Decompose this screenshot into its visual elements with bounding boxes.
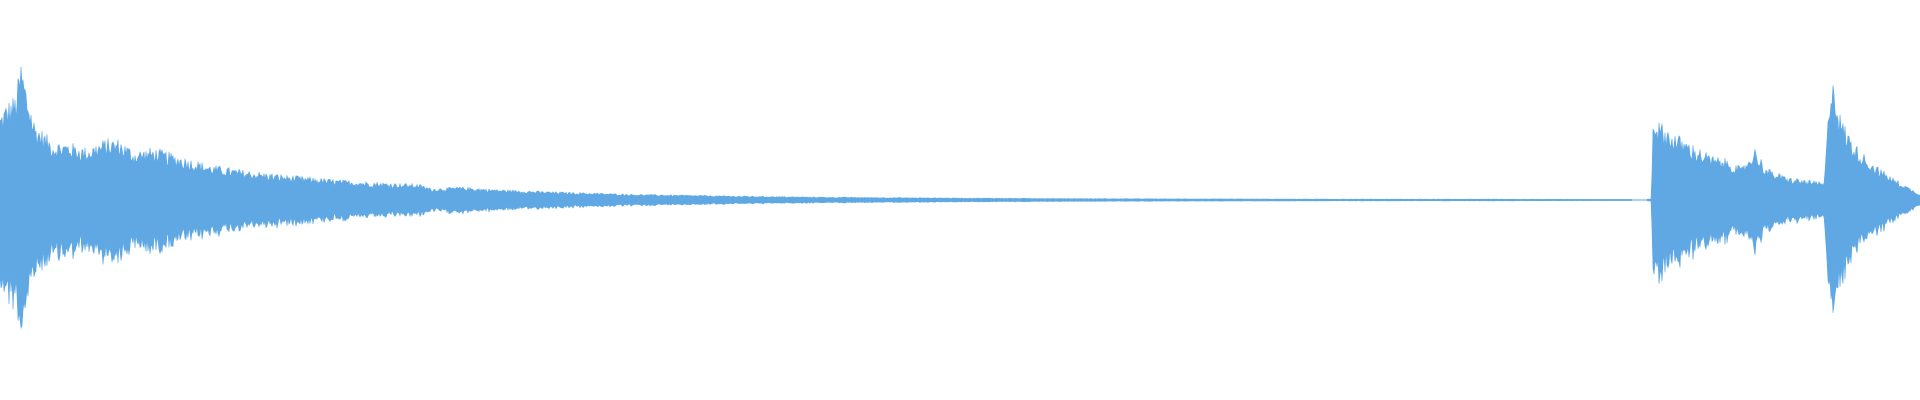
waveform-segment-1: [0, 66, 1633, 330]
waveform-channel: [0, 66, 1920, 330]
waveform-segment-2: [1646, 85, 1920, 313]
